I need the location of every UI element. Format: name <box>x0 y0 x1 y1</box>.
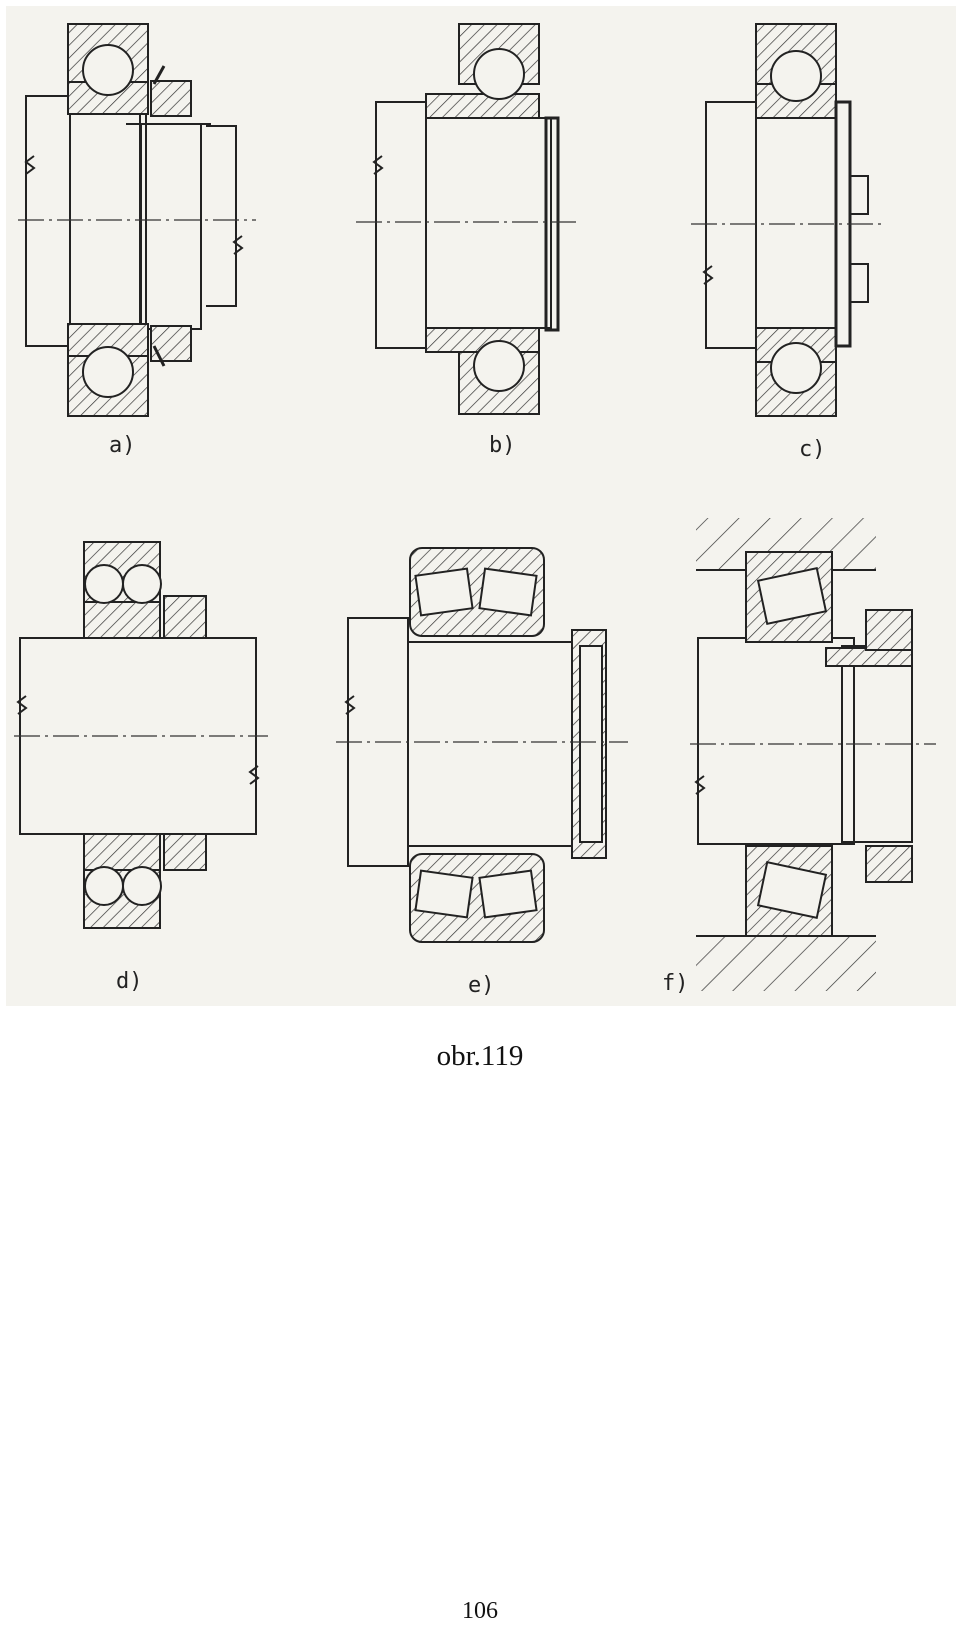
drawing-c <box>702 23 869 417</box>
subfigure-label-d: d) <box>116 969 143 994</box>
drawing-d <box>16 541 260 929</box>
figure-caption: obr.119 <box>436 1040 524 1072</box>
subfigure-label-f: f) <box>662 971 689 996</box>
subfigure-label-c: c) <box>799 437 826 462</box>
center-lines <box>14 219 936 745</box>
drawing-f <box>694 518 913 991</box>
drawing-e <box>344 547 607 943</box>
drawing-a <box>24 23 244 417</box>
figure-plate: a) b) c) d) e) f) <box>6 6 956 1006</box>
subfigure-label-b: b) <box>489 433 516 458</box>
drawing-b <box>372 23 560 415</box>
page-number: 106 <box>462 1598 498 1624</box>
subfigure-label-a: a) <box>109 433 136 458</box>
subfigure-label-e: e) <box>468 973 495 998</box>
bearing-drawings: a) b) c) d) e) f) <box>14 23 936 998</box>
